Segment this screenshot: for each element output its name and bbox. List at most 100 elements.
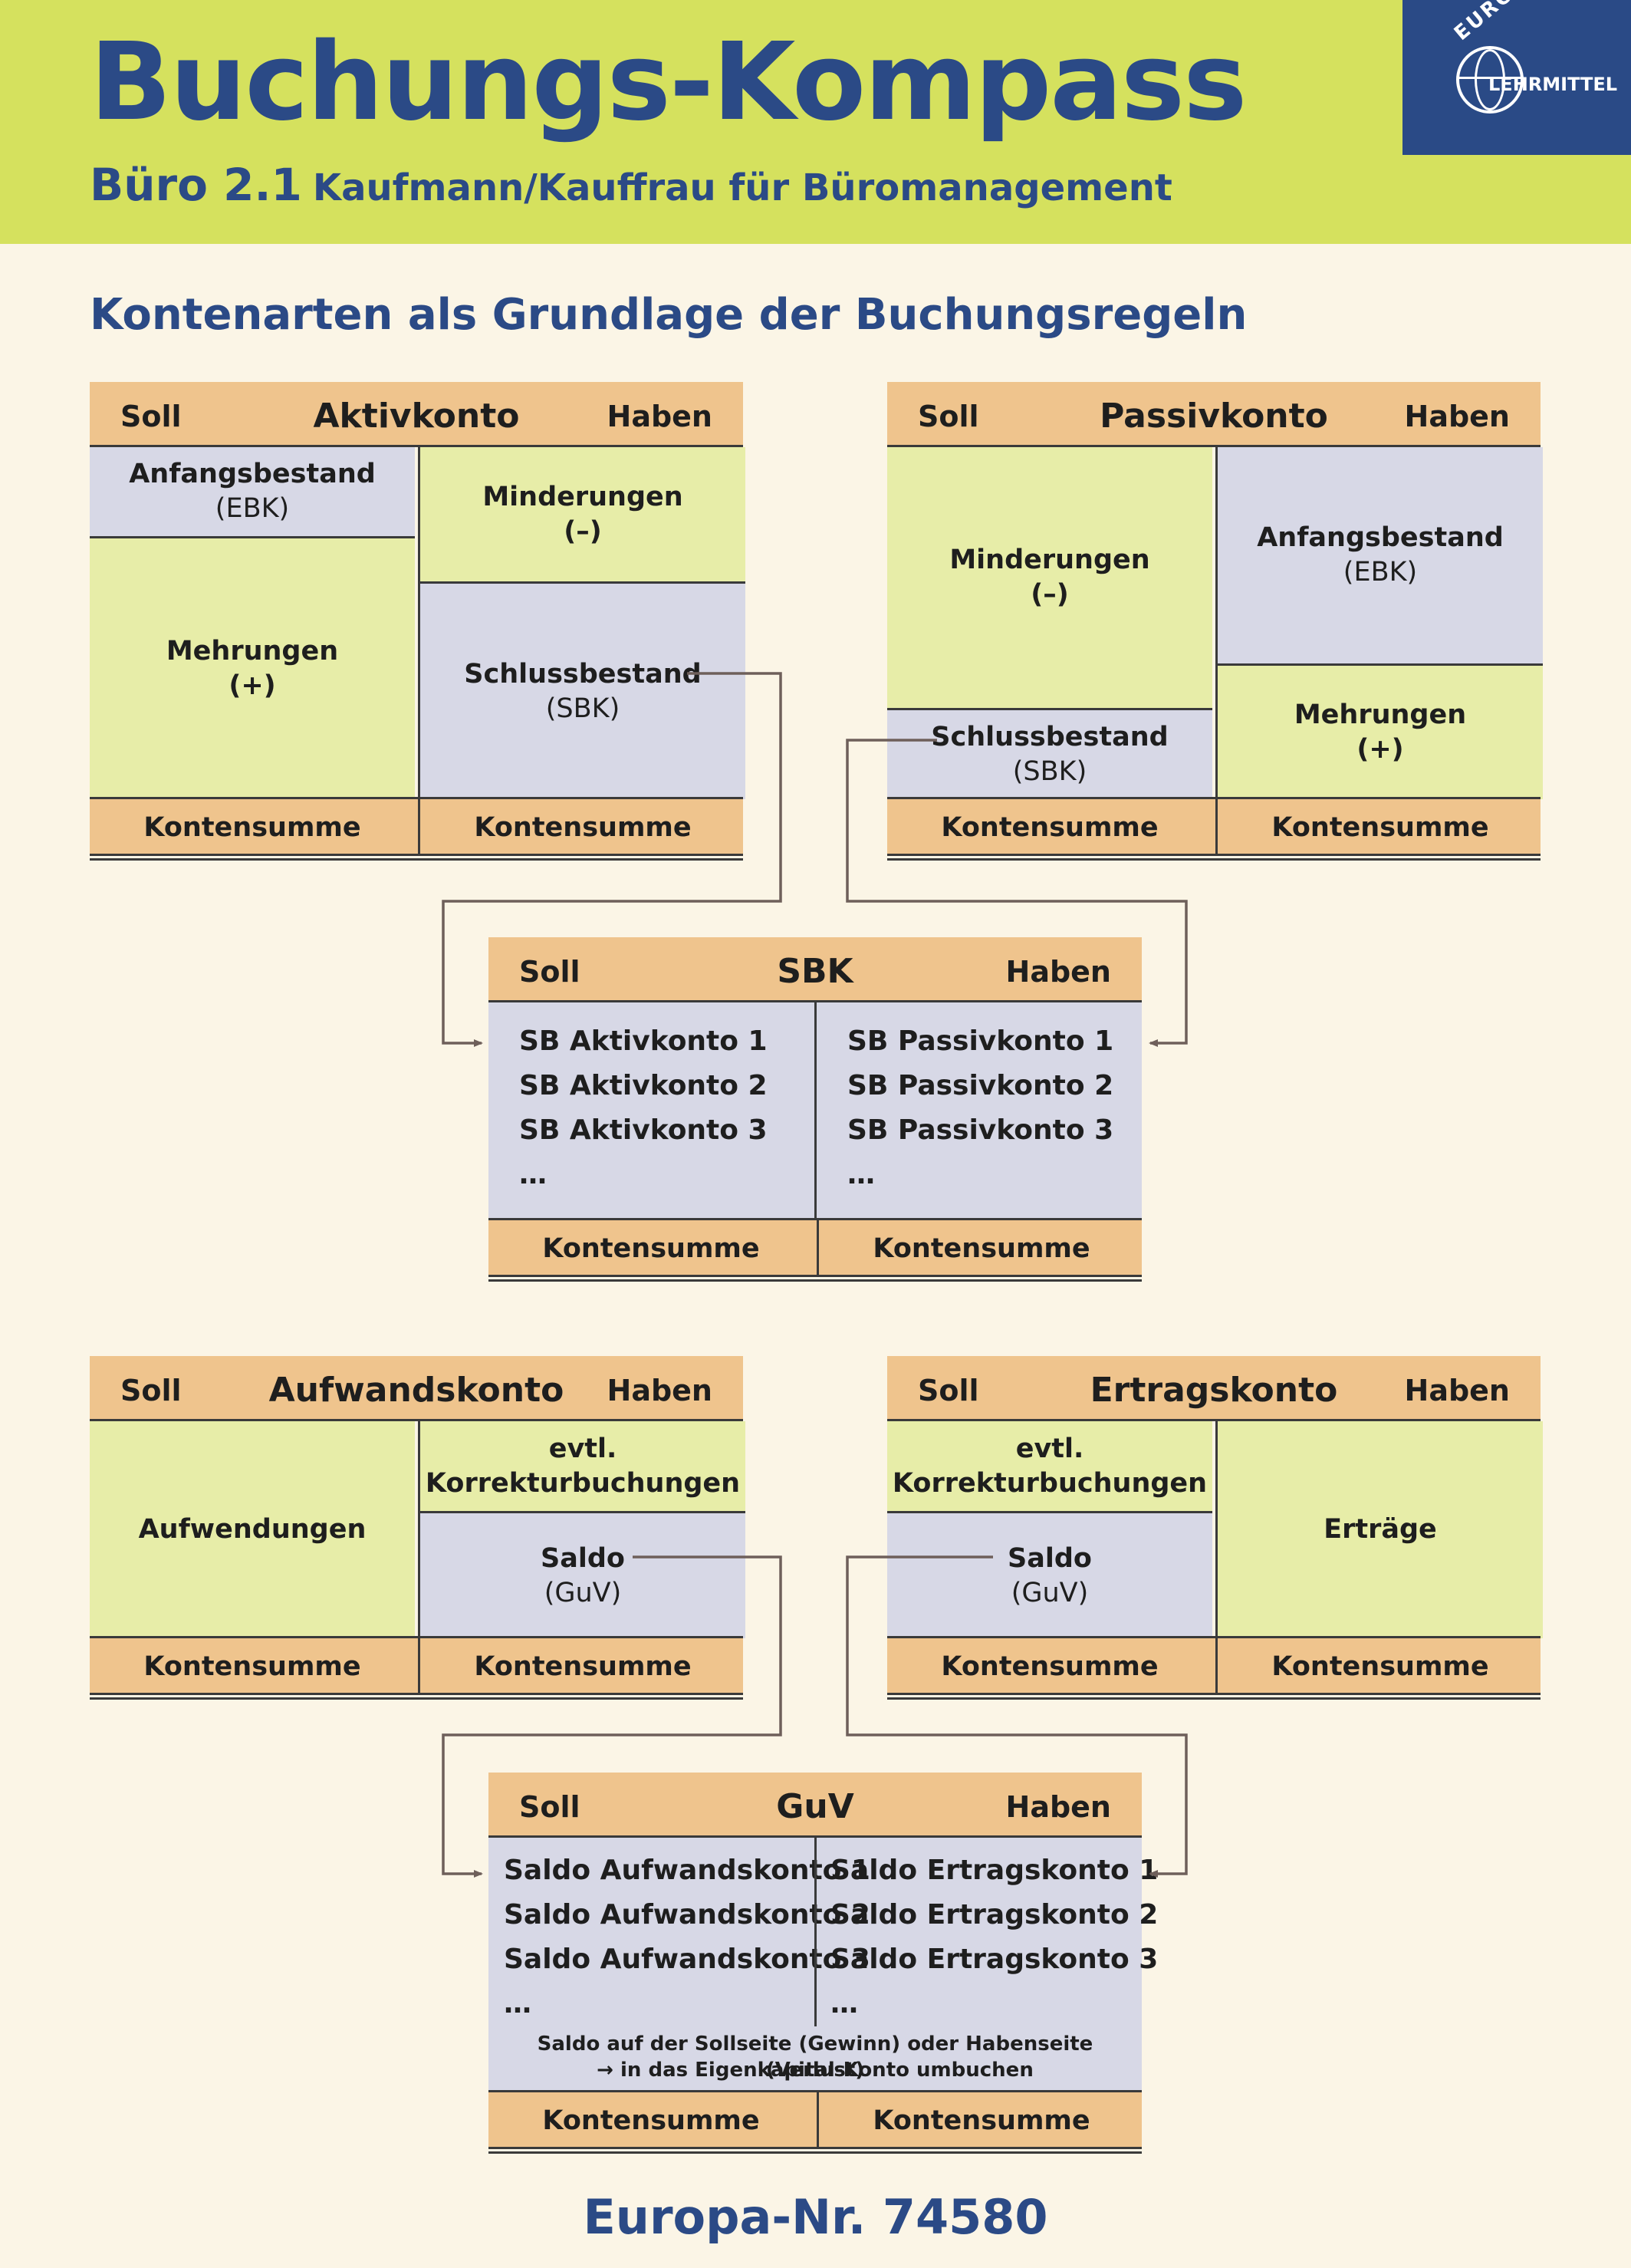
europa-number: Europa-Nr. 74580 [583, 2189, 1048, 2245]
list-item: SB Passivkonto 1 [847, 1025, 1114, 1057]
account-body: evtl.Korrekturbuchungen Saldo(GuV) Erträ… [887, 1419, 1543, 1638]
account-header: GuV Soll Haben [488, 1773, 1142, 1835]
haben-label: Haben [1005, 955, 1111, 989]
account-name: Ertragskonto [1090, 1371, 1338, 1410]
anfangsbestand-cell: Anfangsbestand(EBK) [90, 447, 415, 536]
kontensumme-soll: Kontensumme [143, 1651, 361, 1682]
account-footer: Kontensumme Kontensumme [90, 1636, 743, 1695]
haben-label: Haben [607, 400, 712, 433]
list-item: SB Passivkonto 2 [847, 1070, 1114, 1101]
account-header: Ertragskonto Soll Haben [887, 1356, 1541, 1419]
account-name: Passivkonto [1100, 397, 1328, 436]
saldo-cell: Saldo(GuV) [420, 1511, 745, 1638]
guv-haben-list: Saldo Ertragskonto 1 Saldo Ertragskonto … [814, 1838, 1158, 2026]
account-footer: Kontensumme Kontensumme [887, 797, 1541, 856]
list-item: SB Aktivkonto 1 [519, 1025, 768, 1057]
kontensumme-soll: Kontensumme [941, 812, 1159, 843]
subtitle-text: Kaufmann/Kauffrau für Büromanagement [312, 166, 1172, 209]
kontensumme-haben: Kontensumme [817, 1220, 1144, 1277]
soll-label: Soll [120, 400, 182, 433]
subtitle-number: Büro 2.1 [90, 159, 302, 211]
ertraege-cell: Erträge [1218, 1421, 1543, 1638]
list-item: … [847, 1159, 875, 1190]
kontensumme-haben: Kontensumme [418, 1638, 745, 1695]
list-item: Saldo Ertragskonto 1 [830, 1855, 1159, 1886]
double-underline [90, 854, 743, 861]
saldo-cell: Saldo(GuV) [887, 1511, 1212, 1638]
guv-note-line-1: Saldo auf der Sollseite (Gewinn) oder Ha… [537, 2033, 1093, 2082]
sbk-haben-list: SB Passivkonto 1 SB Passivkonto 2 SB Pas… [814, 1002, 1142, 1220]
haben-label: Haben [1404, 400, 1510, 433]
soll-label: Soll [120, 1374, 182, 1407]
sbk-soll-list: SB Aktivkonto 1 SB Aktivkonto 2 SB Aktiv… [488, 1002, 814, 1220]
publisher-logo: EUROPA LEHRMITTEL [1402, 0, 1631, 155]
mehrungen-cell: Mehrungen(+) [1218, 663, 1543, 799]
account-footer: Kontensumme Kontensumme [90, 797, 743, 856]
guv-note-line-2: → in das Eigenkapital-Konto umbuchen [597, 2059, 1034, 2082]
kontensumme-haben: Kontensumme [817, 2092, 1144, 2149]
minderungen-cell: Minderungen(–) [420, 447, 745, 581]
account-body: Anfangsbestand(EBK) Mehrungen(+) Minderu… [90, 445, 745, 799]
account-footer: Kontensumme Kontensumme [488, 2090, 1142, 2149]
list-item: Saldo Aufwandskonto 1 [504, 1855, 870, 1886]
list-item: Saldo Aufwandskonto 3 [504, 1944, 870, 1975]
account-name: SBK [777, 952, 853, 991]
anfangsbestand-cell: Anfangsbestand(EBK) [1218, 447, 1543, 663]
section-title: Kontenarten als Grundlage der Buchungsre… [90, 290, 1248, 340]
account-body: Minderungen(–) Schlussbestand(SBK) Anfan… [887, 445, 1543, 799]
account-name: GuV [776, 1787, 854, 1826]
aktiv-to-sbk-arrow [442, 672, 782, 1047]
globe-icon [1456, 46, 1524, 114]
list-item: Saldo Ertragskonto 3 [830, 1944, 1159, 1975]
logo-bottom-text: LEHRMITTEL [1488, 74, 1618, 95]
schlussbestand-cell: Schlussbestand(SBK) [887, 708, 1212, 799]
korrekturbuchungen-cell: evtl.Korrekturbuchungen [420, 1421, 745, 1511]
kontensumme-soll: Kontensumme [941, 1651, 1159, 1682]
soll-label: Soll [918, 400, 979, 433]
double-underline [488, 1275, 1142, 1282]
mehrungen-cell: Mehrungen(+) [90, 536, 415, 799]
list-item: … [504, 1988, 531, 2019]
kontensumme-soll: Kontensumme [542, 1233, 760, 1264]
double-underline [887, 1693, 1541, 1700]
aufwand-to-guv-arrow [442, 1555, 782, 1878]
haben-label: Haben [607, 1374, 712, 1407]
account-header: Aufwandskonto Soll Haben [90, 1356, 743, 1419]
list-item: Saldo Ertragskonto 2 [830, 1899, 1159, 1931]
page-title: Buchungs-Kompass [90, 20, 1247, 145]
header-banner [0, 0, 1631, 244]
list-item: Saldo Aufwandskonto 2 [504, 1899, 870, 1931]
double-underline [90, 1693, 743, 1700]
ertrag-to-guv-arrow [846, 1555, 1188, 1878]
account-footer: Kontensumme Kontensumme [887, 1636, 1541, 1695]
minderungen-cell: Minderungen(–) [887, 447, 1212, 708]
kontensumme-haben: Kontensumme [1215, 799, 1543, 856]
account-name: Aktivkonto [313, 397, 520, 436]
list-item: … [830, 1988, 858, 2019]
double-underline [488, 2147, 1142, 2154]
double-underline [887, 854, 1541, 861]
account-footer: Kontensumme Kontensumme [488, 1218, 1142, 1277]
kontensumme-soll: Kontensumme [143, 812, 361, 843]
account-header: Aktivkonto Soll Haben [90, 382, 743, 445]
list-item: SB Passivkonto 3 [847, 1114, 1114, 1146]
account-body: SB Aktivkonto 1 SB Aktivkonto 2 SB Aktiv… [488, 1000, 1142, 1220]
account-header: Passivkonto Soll Haben [887, 382, 1541, 445]
list-item: SB Aktivkonto 2 [519, 1070, 768, 1101]
passiv-to-sbk-arrow [846, 739, 1188, 1047]
list-item: … [519, 1159, 547, 1190]
kontensumme-haben: Kontensumme [418, 799, 745, 856]
haben-label: Haben [1005, 1790, 1111, 1824]
korrekturbuchungen-cell: evtl.Korrekturbuchungen [887, 1421, 1212, 1511]
kontensumme-soll: Kontensumme [542, 2105, 760, 2136]
aufwendungen-cell: Aufwendungen [90, 1421, 415, 1638]
soll-label: Soll [918, 1374, 979, 1407]
account-body: Saldo Aufwandskonto 1 Saldo Aufwandskont… [488, 1835, 1158, 2092]
guv-soll-list: Saldo Aufwandskonto 1 Saldo Aufwandskont… [488, 1838, 870, 2031]
kontensumme-haben: Kontensumme [1215, 1638, 1543, 1695]
account-name: Aufwandskonto [268, 1371, 564, 1410]
soll-label: Soll [519, 955, 580, 989]
schlussbestand-cell: Schlussbestand(SBK) [420, 581, 745, 799]
